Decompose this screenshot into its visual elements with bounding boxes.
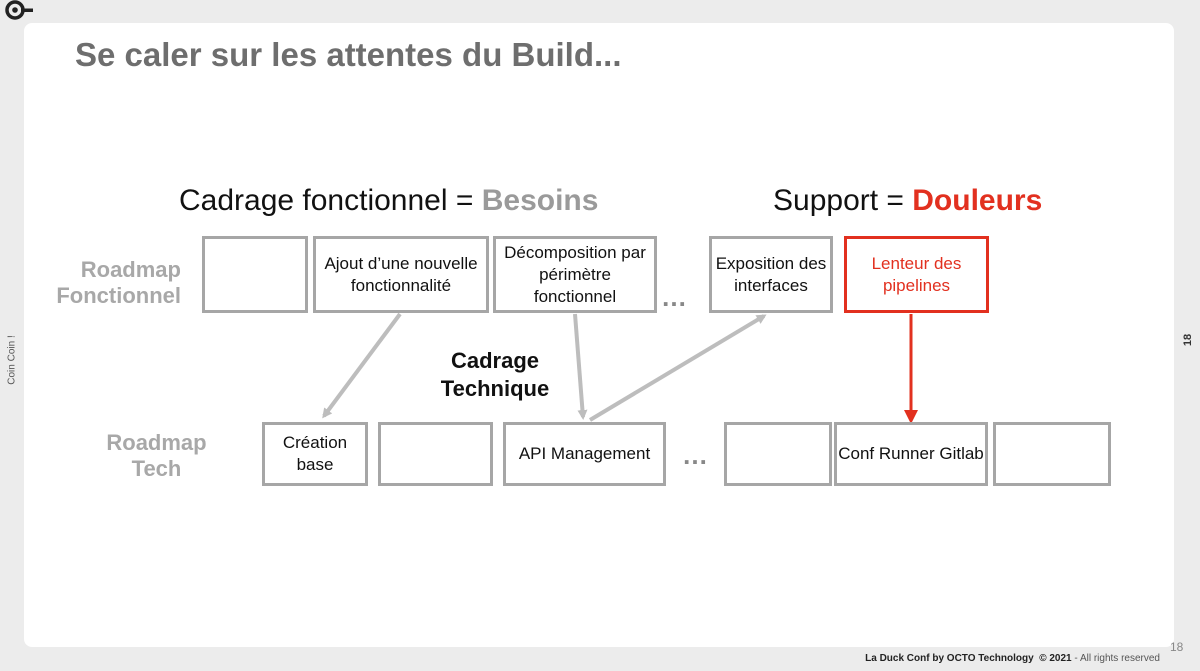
heading-cadrage-fonctionnel: Cadrage fonctionnel = Besoins bbox=[179, 184, 599, 217]
row-label-roadmap-fonctionnel: Roadmap Fonctionnel bbox=[56, 257, 181, 308]
heading-besoins: Besoins bbox=[481, 184, 599, 217]
tech-box-creation-base: Création base bbox=[262, 422, 368, 486]
tech-box-empty-2 bbox=[724, 422, 832, 486]
arrow-decomposition-to-api bbox=[573, 313, 588, 420]
heading-douleurs: Douleurs bbox=[912, 184, 1043, 217]
functional-box-lenteur: Lenteur des pipelines bbox=[844, 236, 989, 313]
heading-support: Support = Douleurs bbox=[773, 184, 1043, 217]
arrow-ajout-to-creation bbox=[322, 312, 402, 419]
octo-logo-icon bbox=[4, 0, 34, 22]
page-number: 18 bbox=[1170, 640, 1184, 654]
functional-box-exposition: Exposition des interfaces bbox=[709, 236, 833, 313]
arrow-api-to-exposition bbox=[588, 314, 767, 422]
functional-box-decomposition: Décomposition par périmètre fonctionnel bbox=[493, 236, 657, 313]
tech-box-empty-1 bbox=[378, 422, 493, 486]
tech-box-conf-runner: Conf Runner Gitlab bbox=[834, 422, 988, 486]
slide-title: Se caler sur les attentes du Build... bbox=[75, 36, 622, 73]
functional-box-empty bbox=[202, 236, 308, 313]
tech-box-api-management: API Management bbox=[503, 422, 666, 486]
tech-box-empty-3 bbox=[993, 422, 1111, 486]
functional-box-ajout: Ajout d’une nouvelle fonctionnalité bbox=[313, 236, 489, 313]
functional-ellipsis: … bbox=[661, 282, 688, 312]
footer-credit: La Duck Conf by OCTO Technology © 2021 -… bbox=[865, 653, 1160, 664]
row-label-roadmap-tech: Roadmap Tech bbox=[106, 430, 207, 481]
tech-ellipsis: … bbox=[682, 440, 709, 470]
cadrage-technique-label: Cadrage Technique bbox=[440, 348, 550, 401]
slide-card bbox=[24, 23, 1174, 647]
footer-brand: La Duck Conf by OCTO Technology bbox=[865, 653, 1034, 664]
footer-rights: - All rights reserved bbox=[1074, 653, 1160, 664]
footer-year: © 2021 bbox=[1039, 653, 1072, 664]
